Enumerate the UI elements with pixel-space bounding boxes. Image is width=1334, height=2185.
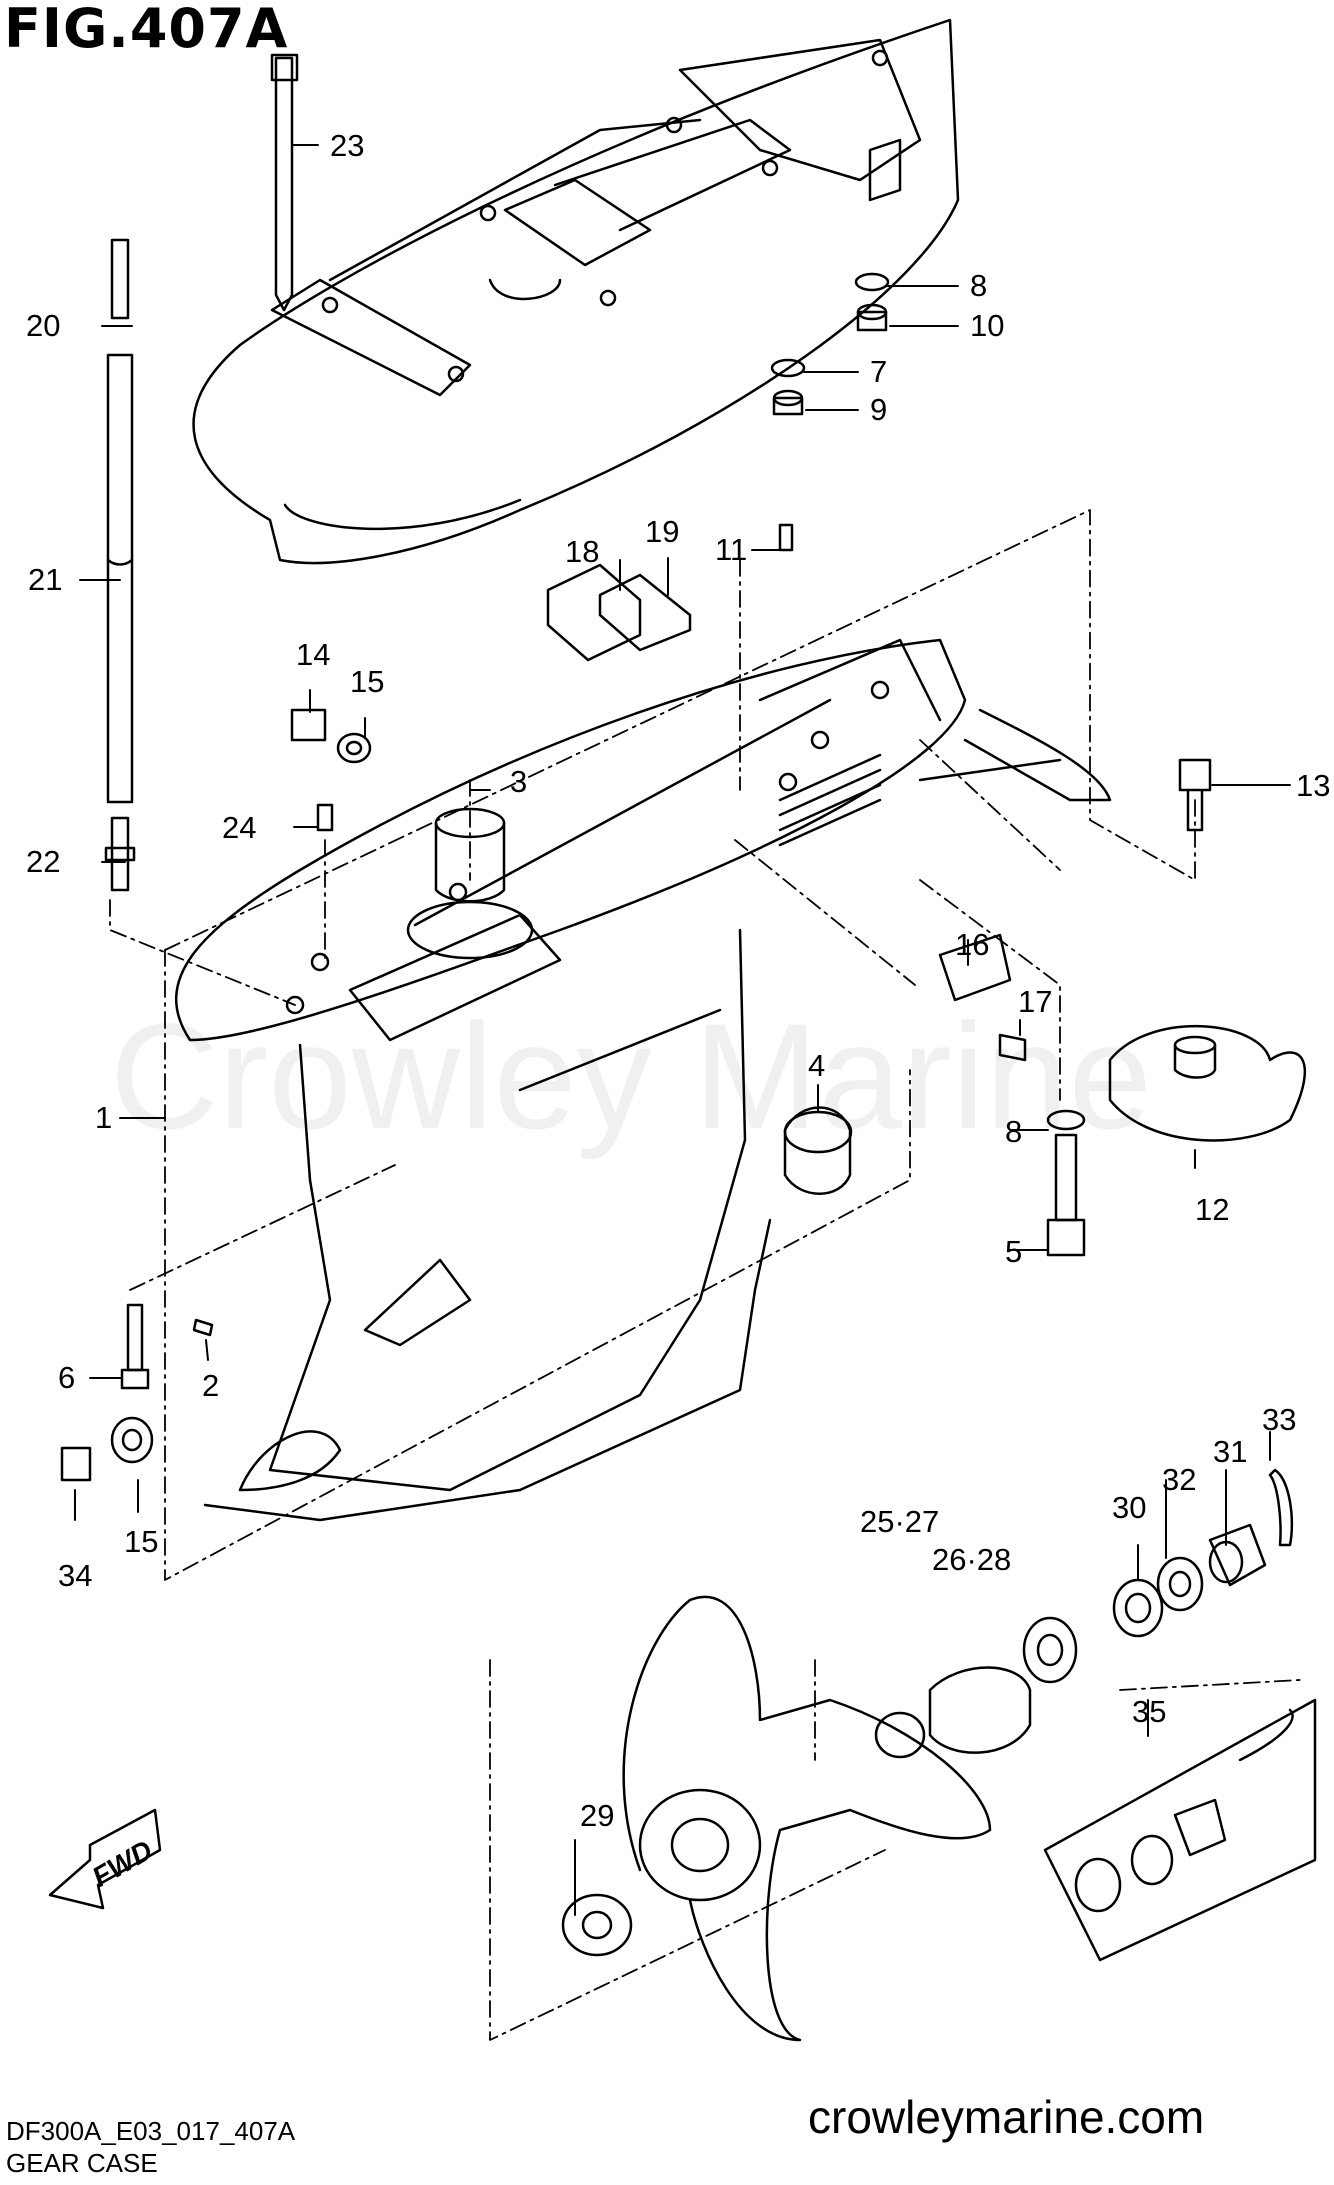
callout-6: 6 [58, 1360, 75, 1395]
callout-14: 14 [296, 637, 330, 672]
callout-29: 29 [580, 1798, 614, 1833]
callout-34: 34 [58, 1558, 92, 1593]
callout-1: 1 [95, 1100, 112, 1135]
callout-labels: 23 20 21 22 8 10 7 9 19 18 11 14 15 3 24… [26, 128, 1330, 1833]
hardware-parts [60, 272, 1307, 1482]
callout-13: 13 [1296, 768, 1330, 803]
callout-23: 23 [330, 128, 364, 163]
callout-22: 22 [26, 844, 60, 879]
upper-cover-part [192, 18, 960, 565]
callout-21: 21 [28, 562, 62, 597]
assembly-lines [109, 509, 1301, 2041]
callout-19: 19 [645, 514, 679, 549]
callout-9: 9 [870, 392, 887, 427]
callout-15a: 15 [350, 664, 384, 699]
callout-5: 5 [1005, 1234, 1022, 1269]
diagram-code: DF300A_E03_017_407A [6, 2116, 296, 2146]
callout-31: 31 [1213, 1434, 1247, 1469]
callout-30: 30 [1112, 1490, 1146, 1525]
callout-20: 20 [26, 308, 60, 343]
callout-15b: 15 [124, 1524, 158, 1559]
leader-lines [74, 144, 1291, 1916]
callout-25-27: 25·27 [860, 1504, 939, 1539]
water-tube-part [104, 238, 136, 892]
callout-10: 10 [970, 308, 1004, 343]
callout-18: 18 [565, 534, 599, 569]
fwd-direction-arrow: FWD [48, 1808, 162, 1910]
callout-7: 7 [870, 354, 887, 389]
callout-12: 12 [1195, 1192, 1229, 1227]
propeller-assembly-part [561, 1468, 1317, 2042]
callout-8a: 8 [970, 268, 987, 303]
callout-4: 4 [808, 1048, 825, 1083]
callout-35: 35 [1132, 1694, 1166, 1729]
callout-17: 17 [1018, 984, 1052, 1019]
callout-24: 24 [222, 810, 256, 845]
callout-2: 2 [202, 1368, 219, 1403]
figure-title: FIG.407A [4, 0, 289, 60]
callout-8b: 8 [1005, 1114, 1022, 1149]
site-url: crowleymarine.com [808, 2091, 1205, 2143]
diagram-name: GEAR CASE [6, 2148, 158, 2178]
callout-33: 33 [1262, 1402, 1296, 1437]
gear-case-housing-part [174, 638, 1112, 1522]
tie-strap-part [270, 53, 299, 312]
callout-32: 32 [1162, 1462, 1196, 1497]
callout-11: 11 [715, 532, 747, 567]
callout-3: 3 [510, 764, 527, 799]
watermark: Crowley Marine [110, 992, 1152, 1160]
callout-16: 16 [955, 927, 989, 962]
callout-26-28: 26·28 [932, 1542, 1011, 1577]
